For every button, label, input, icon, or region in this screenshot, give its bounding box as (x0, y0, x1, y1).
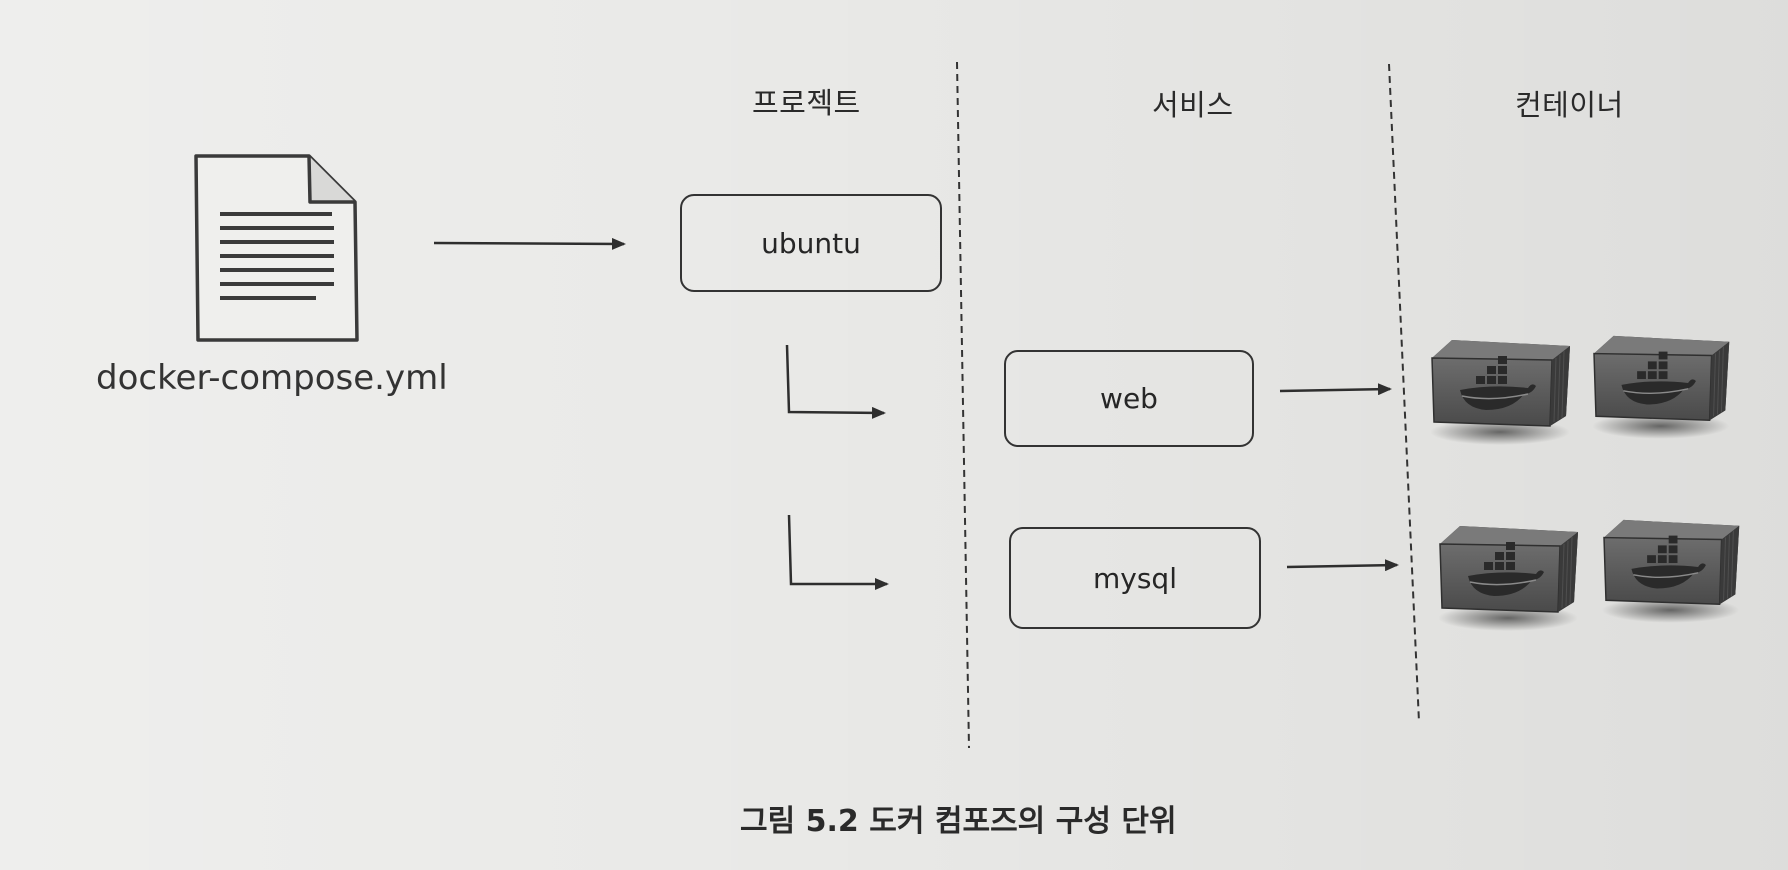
figure-caption: 그림 5.2 도커 컴포즈의 구성 단위 (740, 804, 1177, 839)
header-project: 프로젝트 (752, 86, 861, 120)
header-service: 서비스 (1152, 88, 1234, 122)
arrow-file-to-project (433, 237, 626, 250)
docker-container-icon (1601, 519, 1740, 624)
arrow-mysql-to-containers (1286, 559, 1399, 572)
arrow-project-to-web (785, 344, 886, 419)
column-divider-1 (956, 61, 970, 749)
service-box-label-web: web (1100, 382, 1158, 415)
project-box-ubuntu: ubuntu (680, 194, 942, 292)
service-box-label-mysql: mysql (1093, 561, 1177, 595)
file-name-label: docker-compose.yml (96, 358, 448, 398)
header-container: 컨테이너 (1515, 88, 1624, 122)
docker-container-icon (1429, 339, 1571, 446)
arrow-project-to-mysql (787, 514, 889, 590)
document-icon (194, 154, 359, 342)
service-box-mysql: mysql (1009, 527, 1261, 629)
arrow-web-to-containers (1279, 383, 1392, 396)
docker-container-icon (1591, 335, 1730, 440)
project-box-label: ubuntu (761, 226, 861, 260)
service-box-web: web (1004, 350, 1254, 447)
column-divider-2 (1388, 63, 1420, 723)
docker-container-icon (1437, 525, 1579, 632)
